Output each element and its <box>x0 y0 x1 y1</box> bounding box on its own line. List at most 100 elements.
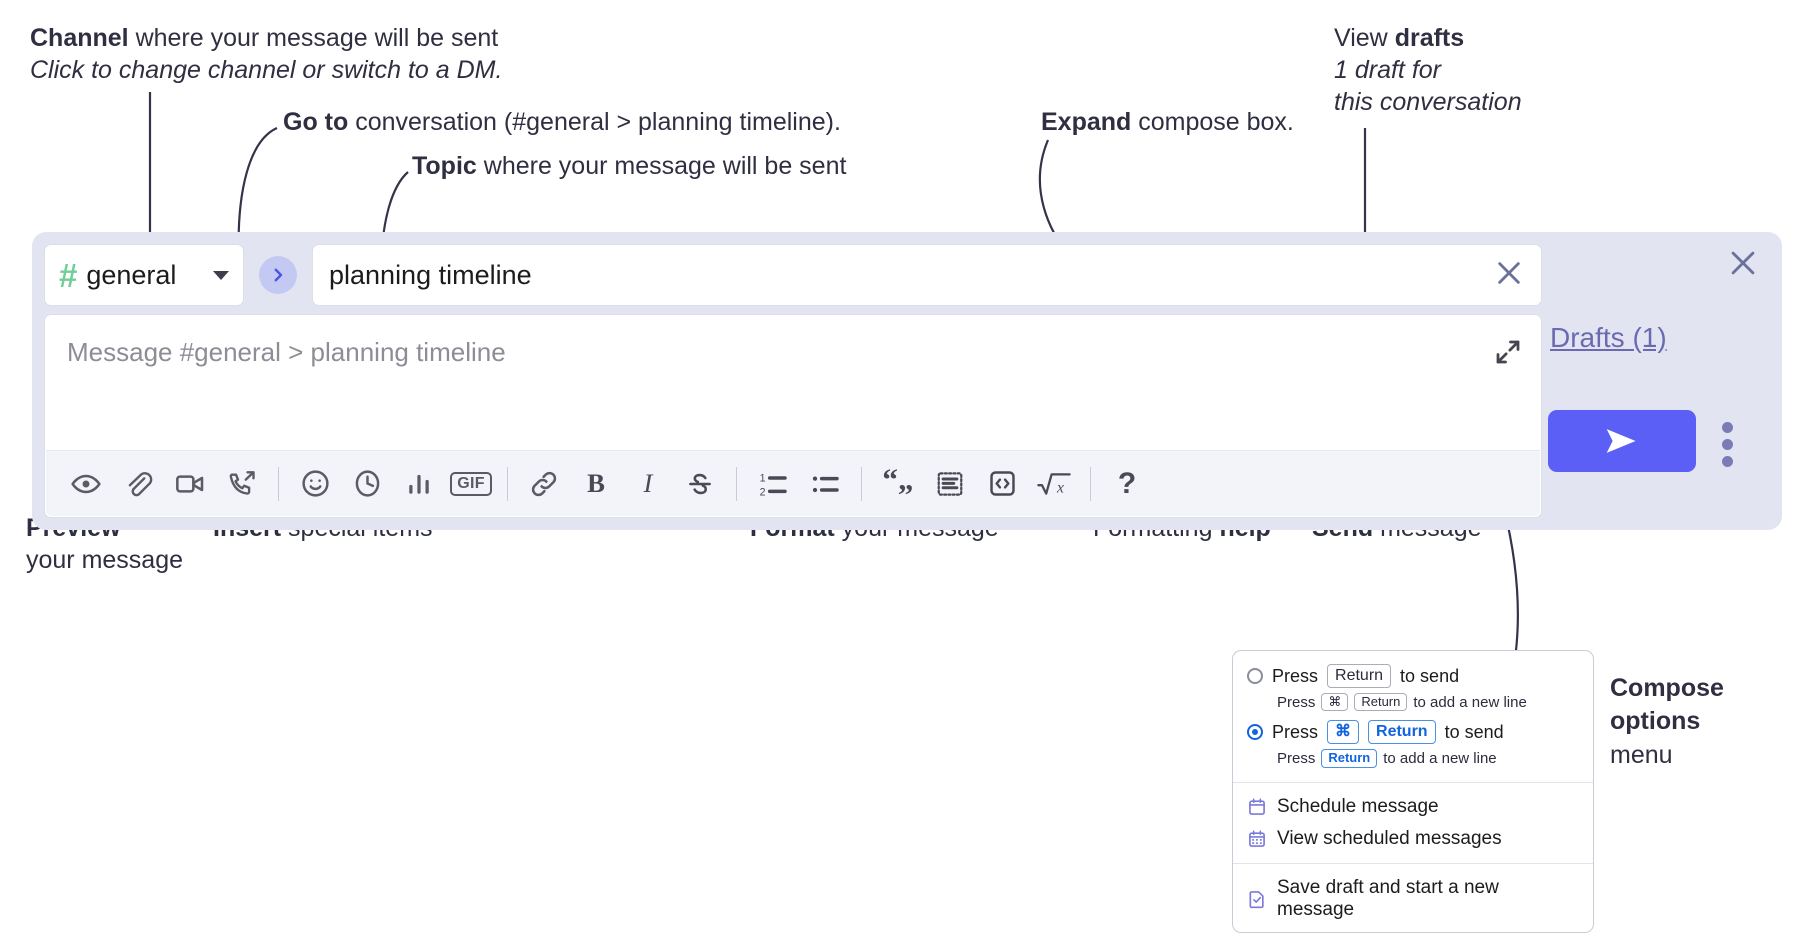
key-command: ⌘ <box>1321 693 1349 712</box>
annotation-topic: Topic where your message will be sent <box>412 150 846 182</box>
key-return: Return <box>1327 664 1392 688</box>
channel-name: general <box>86 259 177 290</box>
ordered-list-icon[interactable]: 1 2 <box>747 458 799 510</box>
toolbar-separator <box>861 466 862 501</box>
send-option-return-hint: Press ⌘ Return to add a new line <box>1233 691 1593 717</box>
toolbar-separator <box>736 466 737 501</box>
send-option-cmd-return-hint: Press Return to add a new line <box>1233 747 1593 773</box>
send-button[interactable] <box>1548 410 1696 472</box>
compose-inner: # general planning timeline Message #ge <box>44 244 1542 518</box>
annotation-topic-bold: Topic <box>412 152 477 180</box>
audio-call-icon[interactable] <box>216 458 268 510</box>
kebab-dot <box>1722 439 1733 450</box>
option1-press: Press <box>1272 665 1319 686</box>
radio-selected-icon[interactable] <box>1247 724 1263 741</box>
compose-box: # general planning timeline Message #ge <box>32 232 1782 530</box>
save-draft-icon <box>1249 890 1264 908</box>
chevron-right-icon <box>274 268 283 282</box>
emoji-icon[interactable] <box>289 458 341 510</box>
poll-icon[interactable] <box>393 458 445 510</box>
clear-topic-icon[interactable] <box>1493 257 1525 294</box>
bulleted-list-icon[interactable] <box>799 458 851 510</box>
menu-item-view-scheduled-messages[interactable]: View scheduled messages <box>1233 823 1593 855</box>
go-to-conversation-button[interactable] <box>259 256 297 294</box>
annotation-drafts-bold: drafts <box>1394 24 1465 52</box>
help-icon[interactable]: ? <box>1101 458 1153 510</box>
radio-unselected-icon[interactable] <box>1247 668 1263 684</box>
formatting-toolbar: GIF B I <box>46 450 1540 516</box>
kebab-dot <box>1722 422 1733 433</box>
annotation-channel-rest: where your message will be sent <box>128 24 499 52</box>
video-icon[interactable] <box>164 458 216 510</box>
drafts-link[interactable]: Drafts (1) <box>1550 322 1667 353</box>
topic-value: planning timeline <box>329 259 532 290</box>
key-command: ⌘ <box>1327 720 1360 745</box>
send-option-return[interactable]: Press Return to send <box>1233 661 1593 691</box>
bold-icon[interactable]: B <box>570 458 622 510</box>
menu-divider <box>1233 862 1593 864</box>
annotation-expand-bold: Expand <box>1041 108 1132 136</box>
annotation-compose-options-line2: options <box>1610 707 1701 736</box>
send-option-cmd-return[interactable]: Press ⌘ Return to send <box>1233 717 1593 747</box>
svg-text:x: x <box>1056 479 1064 496</box>
toolbar-separator <box>1090 466 1091 501</box>
svg-text:1: 1 <box>760 472 766 484</box>
annotation-channel-bold: Channel <box>30 24 129 52</box>
option1-sub-tail: to add a new line <box>1413 693 1527 711</box>
code-icon[interactable] <box>976 458 1028 510</box>
compose-right-rail: Drafts (1) <box>1522 232 1782 530</box>
annotation-compose-options-line3: menu <box>1610 740 1673 769</box>
option2-sub-press: Press <box>1277 749 1316 767</box>
menu-item-save-draft[interactable]: Save draft and start a new message <box>1233 872 1593 926</box>
key-return: Return <box>1354 693 1408 712</box>
strikethrough-icon[interactable] <box>674 458 726 510</box>
math-icon[interactable]: x <box>1028 458 1080 510</box>
close-icon[interactable] <box>1726 246 1760 285</box>
clock-icon[interactable] <box>341 458 393 510</box>
key-return: Return <box>1368 720 1436 745</box>
code-block-icon[interactable] <box>924 458 976 510</box>
link-icon[interactable] <box>518 458 570 510</box>
annotation-compose-options: Compose options menu <box>1610 672 1724 772</box>
channel-selector[interactable]: # general <box>44 244 244 306</box>
hash-icon: # <box>59 256 78 294</box>
annotation-compose-options-line1: Compose <box>1610 674 1724 702</box>
blockquote-icon[interactable]: “„ <box>872 458 924 510</box>
annotation-goto: Go to conversation (#general > planning … <box>283 106 841 138</box>
annotation-expand: Expand compose box. <box>1041 106 1294 138</box>
message-placeholder: Message #general > planning timeline <box>67 337 506 367</box>
svg-text:B: B <box>587 468 605 498</box>
annotation-expand-rest: compose box. <box>1131 108 1294 136</box>
annotation-preview-rest: your message <box>26 546 184 574</box>
chevron-down-icon <box>213 270 229 280</box>
option2-press: Press <box>1272 721 1319 742</box>
calendar-grid-icon <box>1249 829 1265 847</box>
preview-icon[interactable] <box>60 458 112 510</box>
expand-compose-icon[interactable] <box>1493 337 1523 372</box>
message-input-area[interactable]: Message #general > planning timeline <box>44 314 1542 518</box>
topic-input[interactable]: planning timeline <box>312 244 1542 306</box>
option2-sub-tail: to add a new line <box>1383 749 1497 767</box>
compose-options-menu: Press Return to send Press ⌘ Return to a… <box>1232 650 1594 933</box>
key-return: Return <box>1321 749 1378 768</box>
annotation-drafts-line2: 1 draft for <box>1334 56 1441 84</box>
toolbar-separator <box>507 466 508 501</box>
italic-icon[interactable]: I <box>622 458 674 510</box>
menu-divider <box>1233 781 1593 783</box>
toolbar-separator <box>278 466 279 501</box>
svg-text:I: I <box>643 468 654 498</box>
annotation-topic-rest: where your message will be sent <box>476 152 847 180</box>
annotation-channel-italic: Click to change channel or switch to a D… <box>30 56 503 84</box>
menu-item-schedule-message[interactable]: Schedule message <box>1233 791 1593 823</box>
attachment-icon[interactable] <box>112 458 164 510</box>
svg-text:“„: “„ <box>882 467 913 497</box>
gif-icon[interactable]: GIF <box>445 458 497 510</box>
help-question-mark: ? <box>1117 466 1137 500</box>
annotation-goto-rest: conversation (#general > planning timeli… <box>348 108 841 136</box>
calendar-icon <box>1249 797 1265 815</box>
menu-item-label: Schedule message <box>1277 795 1439 817</box>
compose-options-button[interactable] <box>1722 422 1733 467</box>
option1-sub-press: Press <box>1277 693 1316 711</box>
option2-tail: to send <box>1444 721 1504 742</box>
annotation-goto-bold: Go to <box>283 108 349 136</box>
